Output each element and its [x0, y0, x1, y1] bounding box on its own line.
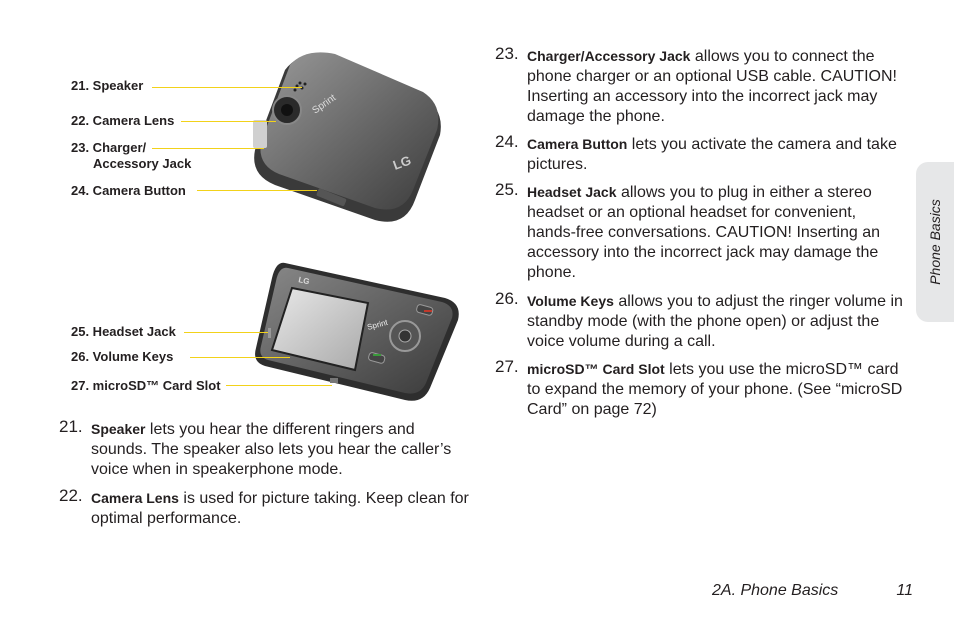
list-item-camera-lens: 22. Camera Lens is used for picture takin… — [59, 486, 469, 529]
item-term: Camera Lens — [91, 490, 179, 506]
brand-logo-front: LG — [298, 275, 311, 286]
phone-front-illustration: LG Sprint — [255, 262, 459, 401]
list-item-headset-jack: 25. Headset Jack allows you to plug in ei… — [495, 180, 907, 283]
callout-charger: 23. Charger/ — [71, 140, 147, 155]
item-number: 27. — [495, 357, 519, 376]
list-item-microsd-slot: 27. microSD™ Card Slot lets you use the m… — [495, 357, 907, 420]
list-item-speaker: 21. Speaker lets you hear the different r… — [59, 417, 469, 480]
item-term: Volume Keys — [527, 293, 614, 309]
list-item-camera-button: 24. Camera Button lets you activate the c… — [495, 132, 907, 175]
item-text: lets you hear the different ringers and … — [91, 421, 452, 478]
leader-camera-button — [197, 190, 317, 191]
item-term: Camera Button — [527, 136, 628, 152]
item-number: 25. — [495, 180, 519, 199]
item-term: Speaker — [91, 421, 146, 437]
item-number: 21. — [59, 417, 83, 436]
list-item-charger-jack: 23. Charger/Accessory Jack allows you to … — [495, 44, 907, 127]
callout-accessory-jack: Accessory Jack — [93, 156, 192, 171]
callout-headset-jack: 25. Headset Jack — [71, 324, 176, 339]
callout-camera-lens: 22. Camera Lens — [71, 113, 175, 128]
leader-volume-keys — [190, 357, 290, 358]
item-number: 22. — [59, 486, 83, 505]
callout-microsd-slot: 27. microSD™ Card Slot — [71, 378, 221, 393]
item-term: Charger/Accessory Jack — [527, 48, 691, 64]
callout-volume-keys: 26. Volume Keys — [71, 349, 174, 364]
item-text: lets you activate the camera and take pi… — [527, 136, 897, 173]
list-item-volume-keys: 26. Volume Keys allows you to adjust the … — [495, 289, 907, 352]
leader-camera-lens — [181, 121, 276, 122]
brand-logo-back: LG — [391, 153, 413, 173]
side-tab-label: Phone Basics — [927, 199, 943, 285]
section-side-tab: Phone Basics — [916, 162, 954, 322]
footer-section-title: 2A. Phone Basics — [712, 582, 839, 599]
callout-camera-button: 24. Camera Button — [71, 183, 186, 198]
item-number: 23. — [495, 44, 519, 63]
leader-headset-jack — [184, 332, 268, 333]
phone-back-illustration: Sprint LG — [253, 52, 441, 222]
item-term: microSD™ Card Slot — [527, 361, 665, 377]
leader-speaker — [152, 87, 302, 88]
item-text: allows you to plug in either a stereo he… — [527, 184, 881, 281]
item-text: allows you to connect the phone charger … — [527, 48, 897, 125]
leader-charger — [152, 148, 264, 149]
leader-microsd-slot — [226, 385, 332, 386]
item-number: 24. — [495, 132, 519, 151]
page-number: 11 — [896, 582, 913, 599]
callout-speaker: 21. Speaker — [71, 78, 144, 93]
item-text: lets you use the microSD™ card to expand… — [527, 361, 903, 418]
item-text: is used for picture taking. Keep clean f… — [91, 490, 469, 527]
item-term: Headset Jack — [527, 184, 617, 200]
item-text: allows you to adjust the ringer volume i… — [527, 293, 903, 350]
item-number: 26. — [495, 289, 519, 308]
